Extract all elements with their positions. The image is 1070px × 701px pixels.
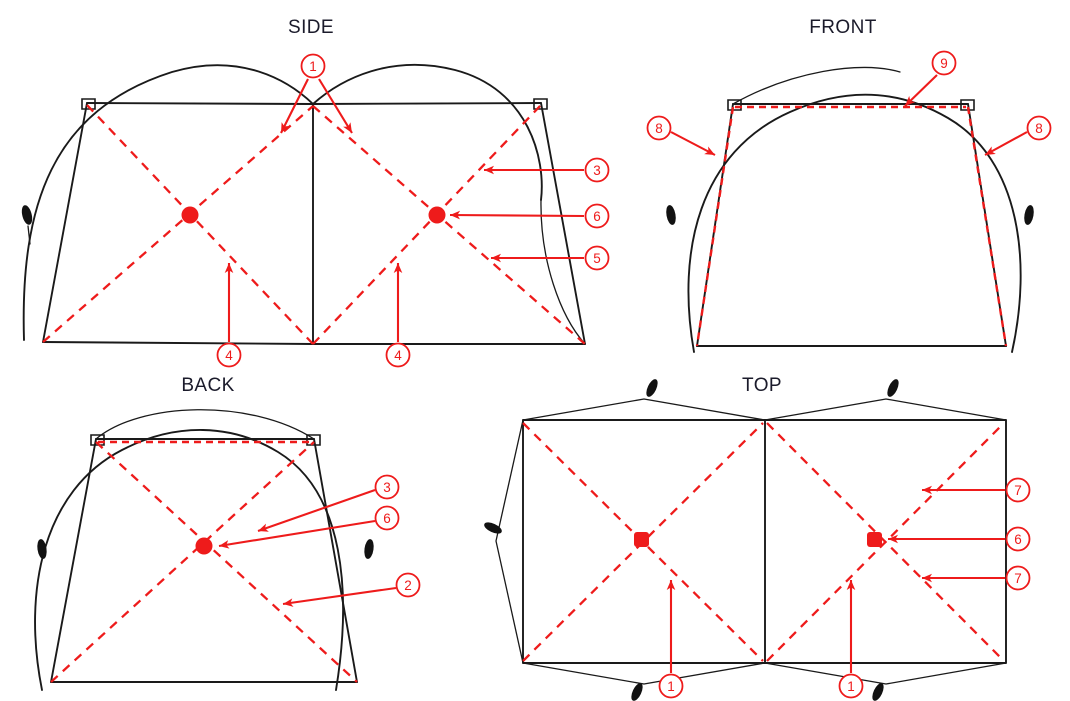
callout-bubble[interactable] [374,474,400,500]
callout-bubble[interactable] [584,245,610,271]
callout-label: 6 [383,511,391,526]
back-pull-tab-right [364,539,374,559]
callout-side-1[interactable]: 1 [280,53,353,134]
callout-top-6[interactable]: 6 [888,526,1031,552]
callout-front-8-right[interactable]: 8 [984,115,1052,156]
front-pull-tab-right [1024,205,1034,225]
front-pull-tab-left [666,205,676,225]
front-guy-lines [695,105,1008,347]
callout-bubble[interactable] [1005,526,1031,552]
back-structure [34,409,374,691]
callout-bubble[interactable] [658,673,684,699]
callout-label: 3 [383,480,391,495]
callout-bubble[interactable] [216,342,242,368]
callout-side-4-right[interactable]: 4 [385,263,411,368]
callout-bubble[interactable] [300,53,326,79]
callout-bubble[interactable] [385,342,411,368]
side-guy-lines [42,104,586,345]
callout-bubble[interactable] [395,572,421,598]
callout-side-6[interactable]: 6 [449,203,610,229]
top-node-right [867,532,882,547]
callout-bubble[interactable] [838,673,864,699]
callout-label: 2 [404,578,412,593]
view-title-top: TOP [742,375,782,396]
callout-bubble[interactable] [584,203,610,229]
view-top: TOP [484,375,1031,701]
front-structure [666,66,1034,353]
side-pull-tab [21,205,33,245]
callout-back-3[interactable]: 3 [257,474,400,532]
view-back: BACK [34,375,421,691]
callout-label: 6 [593,209,601,224]
callout-label: 8 [655,121,663,136]
view-title-front: FRONT [809,17,876,38]
callout-bubble[interactable] [1005,565,1031,591]
callout-bubble[interactable] [374,505,400,531]
callout-label: 9 [940,56,948,71]
callout-bubble[interactable] [584,157,610,183]
callout-front-8-left[interactable]: 8 [646,115,716,156]
callout-bubble[interactable] [931,50,957,76]
callout-label: 1 [847,679,855,694]
top-tabs [484,379,899,701]
callout-top-7-upper[interactable]: 7 [922,477,1031,503]
callout-front-9[interactable]: 9 [904,50,957,107]
callout-bubble[interactable] [1005,477,1031,503]
callout-label: 4 [394,348,402,363]
callout-top-1-left[interactable]: 1 [658,580,684,699]
top-structure [484,379,1007,701]
callout-side-4-left[interactable]: 4 [216,263,242,368]
view-title-back: BACK [181,375,234,396]
back-pull-tab-left [37,539,47,559]
view-front: FRONT [646,17,1052,353]
callout-bubble[interactable] [1026,115,1052,141]
side-node-right [428,206,446,224]
callout-label: 7 [1014,571,1022,586]
back-guy-lines [50,440,358,683]
callout-side-5[interactable]: 5 [491,245,610,271]
callout-label: 5 [593,251,601,266]
view-side: SIDE [21,17,610,368]
callout-label: 8 [1035,121,1043,136]
view-title-side: SIDE [288,17,334,38]
callout-top-7-lower[interactable]: 7 [922,565,1031,591]
callout-bubble[interactable] [646,115,672,141]
callout-label: 6 [1014,532,1022,547]
callout-top-1-right[interactable]: 1 [838,580,864,699]
side-node-left [181,206,199,224]
callout-label: 3 [593,163,601,178]
callout-label: 7 [1014,483,1022,498]
back-node-center [195,537,213,555]
callout-back-2[interactable]: 2 [282,572,421,607]
callout-label: 1 [667,679,675,694]
top-guy-lines [522,422,1005,662]
top-node-left [634,532,649,547]
callout-back-6[interactable]: 6 [218,505,400,549]
callout-side-3[interactable]: 3 [484,157,610,183]
callout-label: 1 [309,59,317,74]
callout-label: 4 [225,348,233,363]
side-structure [21,63,586,345]
